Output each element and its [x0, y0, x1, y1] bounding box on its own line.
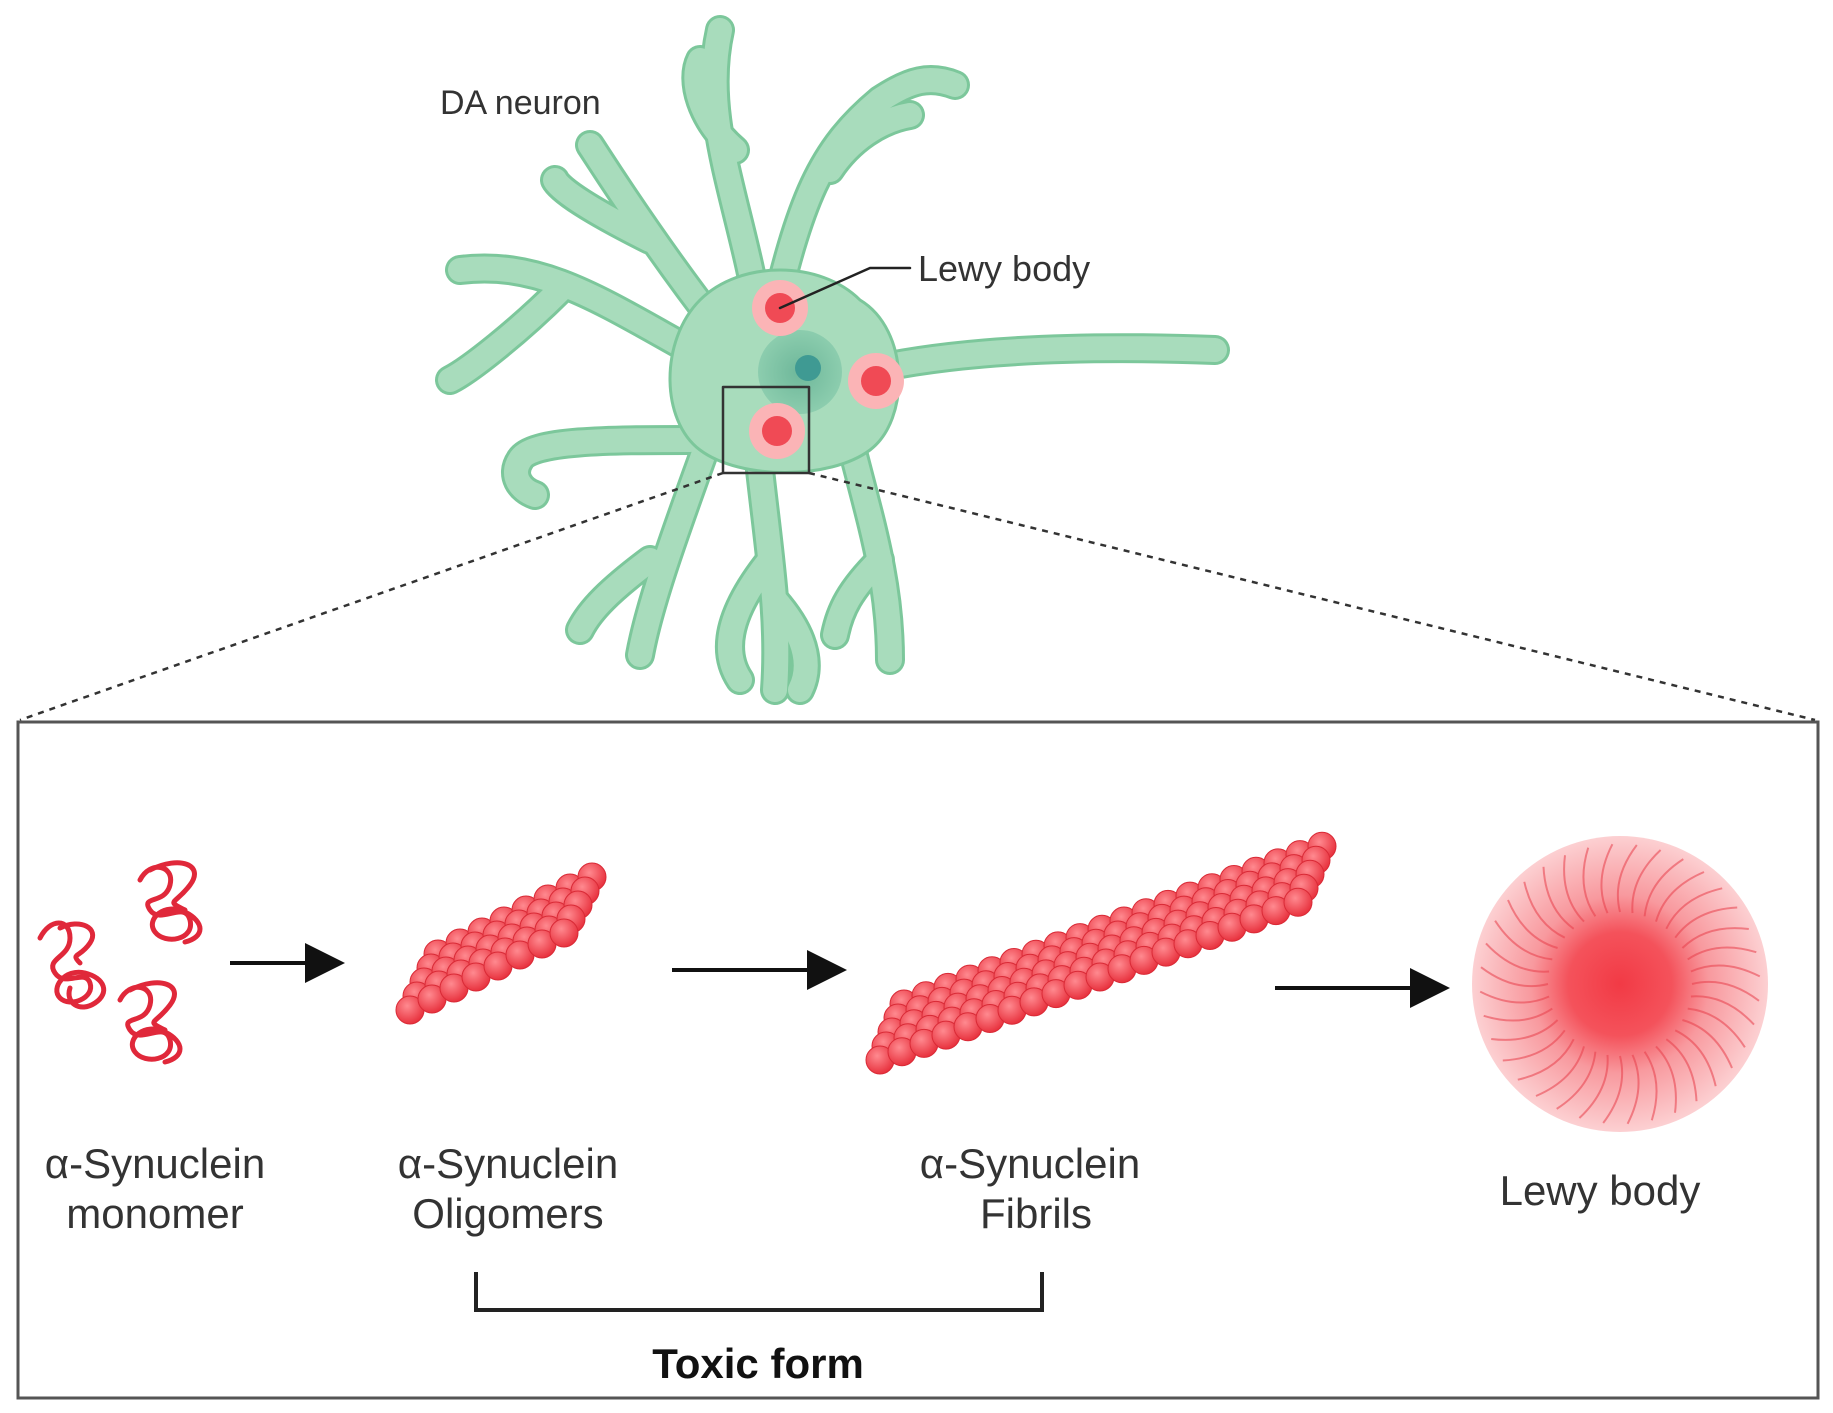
zoom-square	[721, 385, 811, 475]
neuron-nucleolus	[795, 355, 821, 381]
neuron-label: DA neuron	[440, 84, 601, 122]
lewy-fiber	[1600, 843, 1614, 914]
lewy-fiber	[1494, 920, 1553, 961]
stage-1-line1: α-Synuclein	[45, 1140, 265, 1187]
lewy-fiber	[1674, 906, 1738, 939]
lewy-fiber	[1655, 871, 1705, 922]
oligomer-aggregate	[395, 862, 607, 1025]
lewy-fiber	[1687, 1007, 1746, 1048]
zoom-lines	[19, 471, 1816, 722]
lewy-fiber	[1626, 1054, 1640, 1125]
stage-labels: α-Synuclein monomer α-Synuclein Oligomer…	[45, 1140, 1701, 1237]
lewy-fiber	[1485, 942, 1550, 973]
lewy-fiber	[1517, 1038, 1575, 1081]
lewy-fiber	[1563, 855, 1585, 923]
lewy-fiber	[1483, 1007, 1553, 1022]
stage-3-line1: α-Synuclein	[920, 1140, 1140, 1187]
callout-leader	[778, 266, 912, 310]
toxic-bracket	[474, 1272, 1044, 1312]
lewy-fiber	[1690, 995, 1755, 1026]
stage-4-line1: Lewy body	[1500, 1167, 1701, 1214]
lewy-fiber	[1556, 1051, 1597, 1110]
lewy-fiber	[1665, 1038, 1698, 1102]
lewy-fiber	[1655, 1045, 1677, 1113]
lewy-body-large	[1472, 836, 1768, 1132]
stage-1-line2: monomer	[66, 1190, 243, 1237]
lewy-fiber	[1690, 964, 1761, 978]
lewy-body-fibers	[1479, 843, 1761, 1125]
lewy-fiber	[1507, 899, 1558, 949]
lewy-fiber	[1479, 990, 1550, 1004]
lewy-fiber	[1674, 1029, 1717, 1087]
lewy-fiber	[1523, 881, 1566, 939]
lewy-fiber	[1682, 1019, 1733, 1069]
process-arrows	[230, 943, 1450, 1008]
aggregate-bead	[549, 918, 579, 948]
neuron-callout-label: Lewy body	[918, 248, 1090, 289]
lewy-fiber	[1681, 927, 1749, 949]
lewy-fiber	[1578, 1054, 1609, 1119]
stage-3-line2: Fibrils	[980, 1190, 1092, 1237]
lewy-fiber	[1616, 844, 1638, 913]
neuron-branches	[438, 18, 1227, 702]
lewy-fiber	[1665, 887, 1723, 930]
toxic-label: Toxic form	[652, 1340, 864, 1387]
lewy-fiber	[1582, 847, 1597, 917]
lewy-fiber	[1602, 1055, 1624, 1124]
lewy-fiber	[1535, 1046, 1585, 1097]
lewy-fiber	[1480, 966, 1549, 988]
neuron	[435, 15, 1230, 705]
lewy-fiber	[1643, 1051, 1658, 1121]
lewy-fiber	[1542, 866, 1575, 930]
fibril-aggregate	[865, 831, 1337, 1075]
monomer-cluster	[37, 860, 203, 1065]
lewy-fiber	[1502, 1029, 1566, 1062]
lewy-fiber	[1643, 858, 1684, 917]
stage-2-line2: Oligomers	[412, 1190, 603, 1237]
lewy-fiber	[1491, 1019, 1559, 1041]
lewy-fiber	[1631, 849, 1662, 914]
lewy-fiber	[1687, 946, 1757, 961]
stage-2-line1: α-Synuclein	[398, 1140, 618, 1187]
aggregate-bead	[1283, 887, 1313, 917]
lewy-fiber	[1691, 980, 1760, 1002]
neuron-lewy-bodies	[749, 280, 904, 459]
